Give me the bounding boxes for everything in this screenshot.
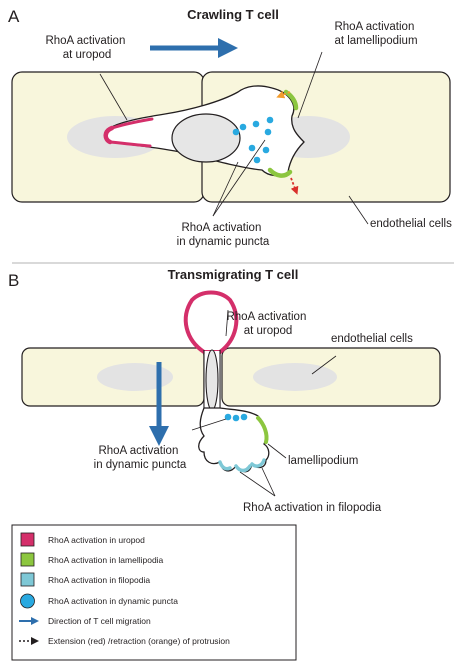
leader-filopodia-b-1 <box>239 471 276 497</box>
legend-label-filopodia: RhoA activation in filopodia <box>48 575 150 585</box>
uropod-rhoa <box>103 125 115 145</box>
label-uropod-b: RhoA activation at uropod <box>226 311 309 337</box>
lamellipodium-rhoa-top <box>283 89 299 111</box>
leader-puncta-b <box>191 418 227 431</box>
legend-label-puncta: RhoA activation in dynamic puncta <box>48 596 178 606</box>
leader-uropod-b <box>225 309 229 337</box>
leader-endothelial-b <box>311 355 337 375</box>
leader-lamellipodium-b <box>267 443 287 459</box>
panel-b-title: Transmigrating T cell <box>168 267 299 282</box>
leader-filopodia-b-2 <box>261 467 276 497</box>
legend-swatch-lamellipodia <box>20 552 35 567</box>
label-lamellipodium-b: lamellipodium <box>288 455 358 467</box>
legend-swatch-filopodia <box>20 572 35 587</box>
label-endothelial-a: endothelial cells <box>370 218 452 230</box>
panel-a: A Crawling T cell <box>8 7 452 248</box>
legend-label-protrusion: Extension (red) /retraction (orange) of … <box>48 636 230 646</box>
punctum <box>252 120 260 128</box>
retraction-arrow-2 <box>290 177 299 195</box>
filopodium <box>234 464 252 473</box>
legend-swatch-puncta <box>20 593 35 609</box>
puncta-group-b <box>224 413 248 422</box>
endothelial-nucleus-left-b <box>97 363 173 391</box>
punctum <box>239 123 247 131</box>
t-cell-nucleus-b <box>205 349 219 411</box>
panel-a-letter: A <box>8 7 20 26</box>
punctum <box>253 156 261 164</box>
label-puncta-a: RhoA activation in dynamic puncta <box>177 222 270 248</box>
filopodium <box>250 458 266 468</box>
legend-label-uropod: RhoA activation in uropod <box>48 535 145 545</box>
label-filopodia-b: RhoA activation in filopodia <box>243 502 382 514</box>
lamellipodium-rhoa-bottom <box>267 167 293 178</box>
panel-a-title: Crawling T cell <box>187 7 279 22</box>
leader-puncta-a-2 <box>212 139 266 217</box>
punctum <box>262 146 270 154</box>
label-endothelial-b: endothelial cells <box>331 333 413 345</box>
label-uropod-a: RhoA activation at uropod <box>45 35 128 61</box>
leader-uropod-a <box>99 73 128 121</box>
leader-endothelial-a <box>348 195 369 225</box>
punctum <box>232 128 240 136</box>
legend-label-lamellipodia: RhoA activation in lamellipodia <box>48 555 164 565</box>
t-cell-neck <box>203 350 221 410</box>
t-cell-nucleus <box>171 113 241 163</box>
punctum <box>232 414 240 422</box>
punctum <box>264 128 272 136</box>
uropod-rhoa-top <box>110 117 154 130</box>
punctum <box>240 413 248 421</box>
legend-box <box>11 524 297 661</box>
legend: RhoA activation in uropod RhoA activatio… <box>11 524 297 661</box>
uropod-rhoa-bottom <box>108 140 152 148</box>
punctum <box>224 413 232 421</box>
legend-label-direction: Direction of T cell migration <box>48 616 151 626</box>
leader-lamellipodium-a <box>297 51 323 119</box>
retraction-arrow <box>276 90 291 99</box>
punctum <box>266 116 274 124</box>
label-puncta-b: RhoA activation in dynamic puncta <box>94 445 187 471</box>
leader-puncta-a-1 <box>212 161 239 217</box>
endothelial-nucleus-right-b <box>253 363 337 391</box>
punctum <box>248 144 256 152</box>
puncta-group-a <box>232 116 274 164</box>
filopodia-rhoa <box>218 458 266 473</box>
panel-b-letter: B <box>8 271 19 290</box>
filopodium <box>218 460 232 471</box>
lamellipodium-rhoa-b <box>256 416 269 444</box>
panel-b: B Transmigrating T cell <box>8 267 441 514</box>
t-cell-uropod-bulb <box>183 290 239 354</box>
label-lamellipodium-a: RhoA activation at lamellipodium <box>334 21 417 47</box>
legend-swatch-uropod <box>20 532 35 547</box>
